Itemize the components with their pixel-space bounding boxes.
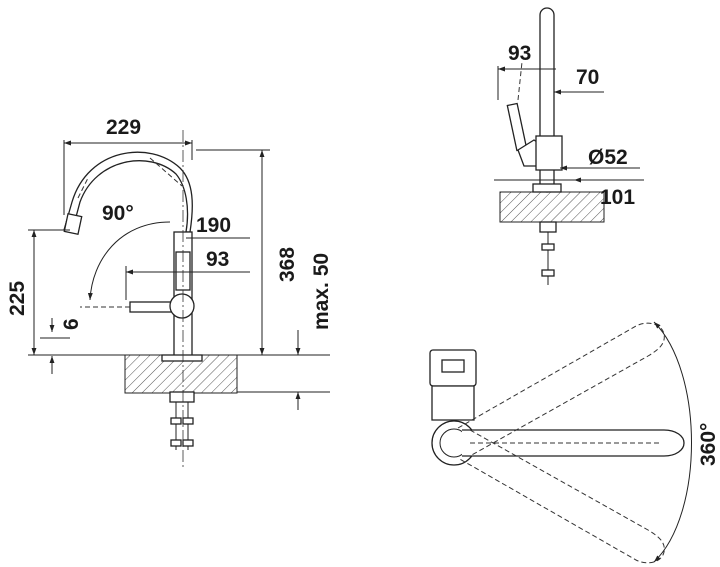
dim-368: 368 bbox=[276, 247, 299, 282]
dim-max-50: max. 50 bbox=[310, 253, 333, 330]
dim-top-70: 70 bbox=[576, 66, 599, 89]
dim-101: 101 bbox=[600, 186, 635, 209]
dim-6: 6 bbox=[60, 318, 83, 330]
top-view: 360° bbox=[429, 321, 720, 564]
front-view: 93 70 Ø52 101 bbox=[494, 7, 644, 285]
lever bbox=[129, 301, 177, 313]
dim-swivel-angle: 90° bbox=[102, 202, 134, 225]
dim-225: 225 bbox=[6, 281, 29, 316]
dim-top-93: 93 bbox=[508, 42, 531, 65]
dim-diameter-52: Ø52 bbox=[588, 146, 628, 169]
spout-top bbox=[462, 429, 685, 457]
lever-hub bbox=[169, 293, 195, 319]
side-view: 229 90° 190 93 368 max. 50 225 6 bbox=[6, 116, 333, 470]
countertop-section-front bbox=[499, 191, 605, 223]
dim-rotation-360: 360° bbox=[697, 423, 720, 466]
dim-229: 229 bbox=[106, 116, 141, 139]
dim-190: 190 bbox=[196, 214, 231, 237]
dim-lever-93: 93 bbox=[206, 248, 229, 271]
